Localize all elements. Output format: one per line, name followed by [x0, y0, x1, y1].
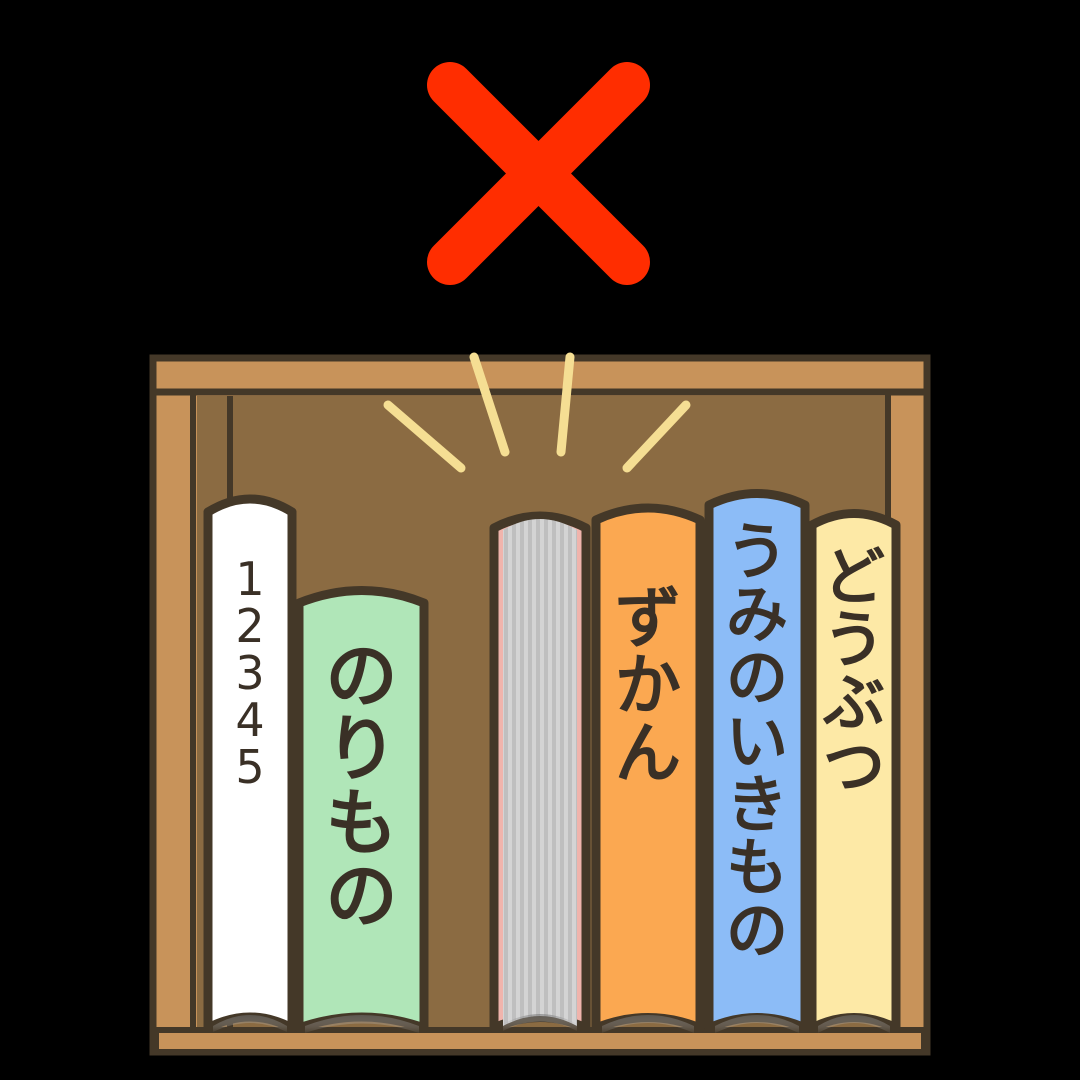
sparkle-lines-icon	[383, 352, 691, 473]
book-spine-body	[294, 586, 429, 1033]
book-spine-umi-no-ikimono[interactable]	[704, 489, 810, 1034]
book-spine-body	[807, 509, 901, 1033]
book-spine-doubutsu[interactable]	[807, 509, 901, 1034]
book-bottom-shadow	[602, 1015, 694, 1033]
book-spine-pages[interactable]	[489, 511, 591, 1033]
book-bottom-shadow	[818, 1015, 890, 1033]
bookshelf	[149, 352, 931, 1056]
red-cross-mark-icon	[427, 62, 650, 285]
book-bottom-shadow	[503, 1014, 577, 1031]
book-spine-body	[203, 494, 297, 1033]
book-spine-norimono[interactable]	[294, 586, 429, 1034]
shelf-bottom-board	[153, 1027, 927, 1055]
book-spine-body	[591, 503, 705, 1033]
book-page-stripes	[503, 519, 577, 1026]
book-bottom-shadow	[305, 1015, 419, 1033]
book-bottom-shadow	[213, 1015, 287, 1032]
book-spine-body	[704, 489, 810, 1033]
book-spine-12345[interactable]	[203, 494, 297, 1033]
book-spine-zukan[interactable]	[591, 503, 705, 1033]
book-bottom-shadow	[715, 1015, 799, 1033]
